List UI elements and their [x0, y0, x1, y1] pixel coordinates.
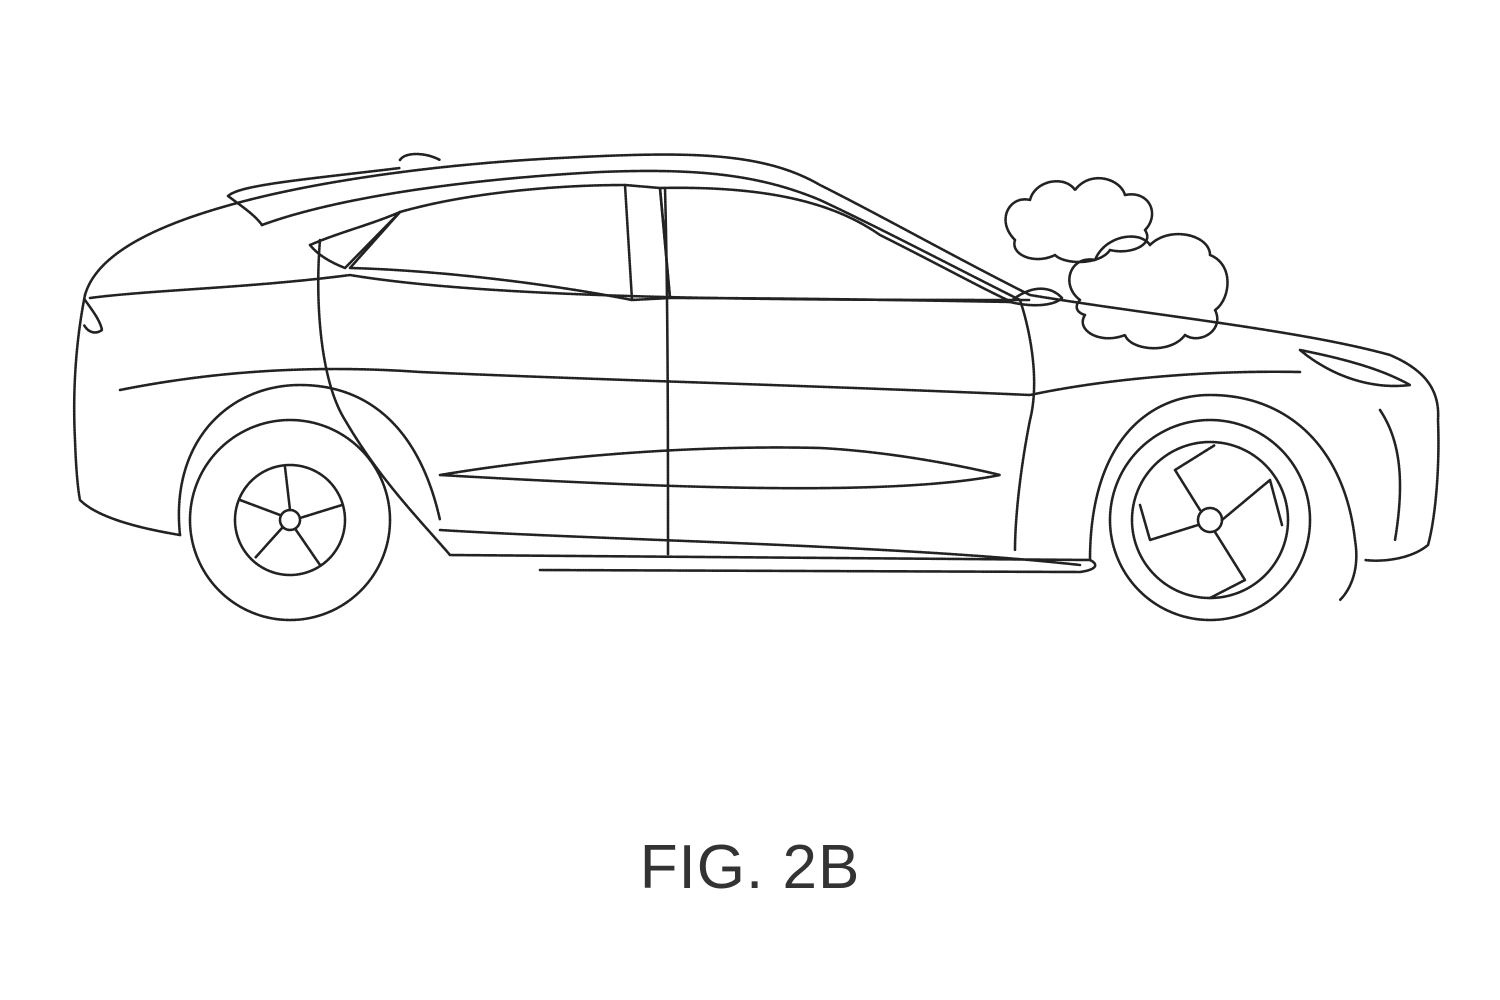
headlamp [1298, 348, 1412, 388]
rear-quarter-window [308, 210, 402, 270]
front-fascia [1378, 408, 1402, 542]
side-mirror [1008, 287, 1064, 307]
smoke-cloud-lower [1068, 232, 1229, 350]
front-door-shutline [663, 186, 670, 557]
front-tire [1108, 418, 1312, 622]
rocker-panel [438, 528, 1097, 574]
shoulder-line [88, 273, 1032, 302]
front-door-window [658, 186, 1014, 304]
rear-door-window [348, 183, 634, 302]
body-outline [83, 153, 1440, 562]
front-wheel-arch [1088, 393, 1358, 602]
character-line [118, 367, 1302, 397]
rear-tire [188, 418, 392, 622]
front-hub [1196, 506, 1224, 534]
rear-spokes [238, 465, 344, 567]
rear-wheel-arch [177, 383, 442, 537]
roof-line [260, 169, 1022, 302]
rear-door-shutline [316, 238, 452, 557]
front-spokes [1138, 443, 1284, 600]
rear-lower-outline [72, 293, 182, 537]
rear-rim [233, 463, 347, 577]
lower-crease [438, 446, 1002, 490]
rear-hub [278, 508, 302, 532]
front-door-front-shutline [1013, 298, 1036, 552]
smoke-cloud-upper [1004, 176, 1154, 264]
figure-caption: FIG. 2B [639, 833, 861, 902]
rear-lamp [82, 298, 104, 334]
rear-spoiler [226, 152, 442, 227]
front-rim [1130, 440, 1290, 600]
